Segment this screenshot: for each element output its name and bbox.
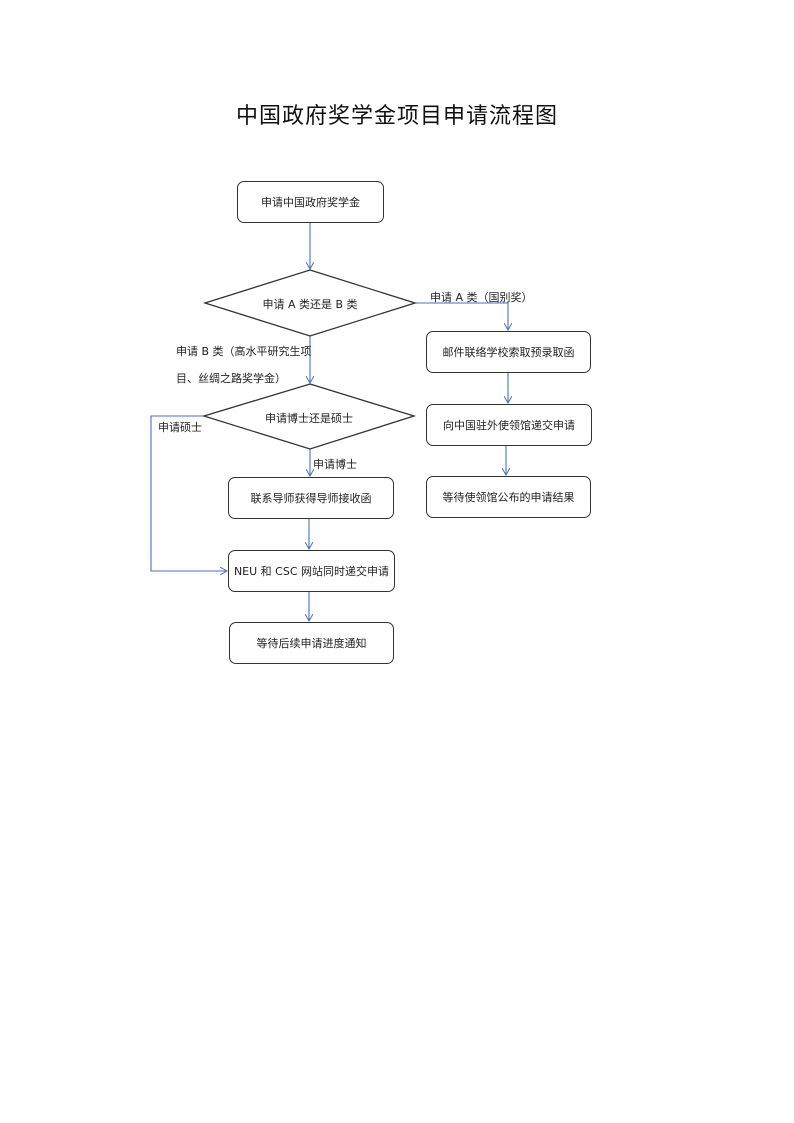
edge-label-type-b-line2: 目、丝绸之路奖学金） (176, 372, 286, 385)
edge-label-phd: 申请博士 (313, 458, 357, 471)
edge-label-type-a: 申请 A 类（国别奖） (430, 291, 533, 304)
decision-degree-label: 申请博士还是硕士 (265, 412, 353, 425)
a-step2-node: 向中国驻外使领馆递交申请 (426, 404, 592, 446)
edge-label-master: 申请硕士 (158, 421, 202, 434)
phd-step-node: 联系导师获得导师接收函 (228, 477, 394, 519)
start-node: 申请中国政府奖学金 (237, 181, 384, 223)
a-step1-node: 邮件联络学校索取预录取函 (426, 331, 591, 373)
wait-node: 等待后续申请进度通知 (229, 622, 394, 664)
decision-type-diamond (202, 269, 418, 337)
a-step3-node: 等待使领馆公布的申请结果 (426, 476, 591, 518)
page-title: 中国政府奖学金项目申请流程图 (235, 104, 558, 129)
decision-type-label: 申请 A 类还是 B 类 (262, 298, 358, 311)
submit-node: NEU 和 CSC 网站同时递交申请 (228, 550, 395, 592)
edge-label-type-b-line1: 申请 B 类（高水平研究生项 (176, 345, 312, 358)
arrow-master (150, 415, 227, 571)
arrow-type-a (415, 302, 508, 330)
decision-degree-diamond (201, 383, 417, 450)
